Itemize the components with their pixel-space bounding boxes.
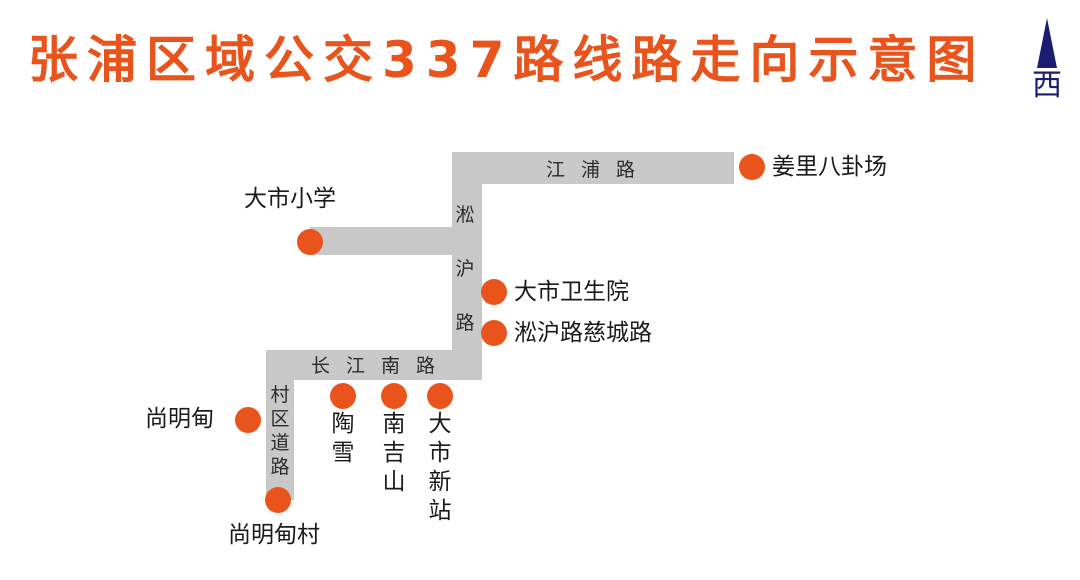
road-jiangpu [452,152,734,184]
stop-label-jiangli-bagua: 姜里八卦场 [772,154,887,180]
stop-label-shangmingdian: 尚明甸 [145,406,214,432]
stop-marker-dashi-station [427,383,453,409]
north-arrow-icon [1037,18,1057,68]
stop-marker-dashi-school [297,229,323,255]
road-label-jiangpu: 江浦路 [546,159,652,181]
stop-label-dashi-school: 大市小学 [244,186,336,212]
stop-label-dashi-hospital: 大市卫生院 [514,279,629,305]
stop-marker-shangmingdian [235,407,261,433]
stop-marker-nanjishan [381,383,407,409]
road-label-songhu: 淞沪路 [455,204,475,334]
stop-label-nanjishan: 南吉山 [382,411,406,495]
road-label-changjiang-south: 长江南路 [311,355,452,377]
stop-label-shangmingdian-village: 尚明甸村 [228,522,320,548]
stop-label-taoxue: 陶雪 [331,411,355,466]
compass-label: 西 [1032,68,1062,103]
road-changjiang-south [266,350,482,380]
stop-marker-taoxue [330,383,356,409]
map-title: 张浦区域公交337路线路走向示意图 [28,31,986,89]
stop-marker-dashi-hospital [481,279,507,305]
compass: 西 [1022,18,1072,108]
stop-marker-jiangli-bagua [739,154,765,180]
stop-marker-songhu-cicheng [481,320,507,346]
road-dashi-branch [310,227,460,255]
stop-label-dashi-station: 大市新站 [428,411,452,524]
road-village [266,350,294,500]
road-label-village: 村区道路 [270,384,290,478]
road-songhu [452,152,482,380]
stop-marker-shangmingdian-village [265,487,291,513]
stop-label-songhu-cicheng: 淞沪路慈城路 [514,320,652,346]
